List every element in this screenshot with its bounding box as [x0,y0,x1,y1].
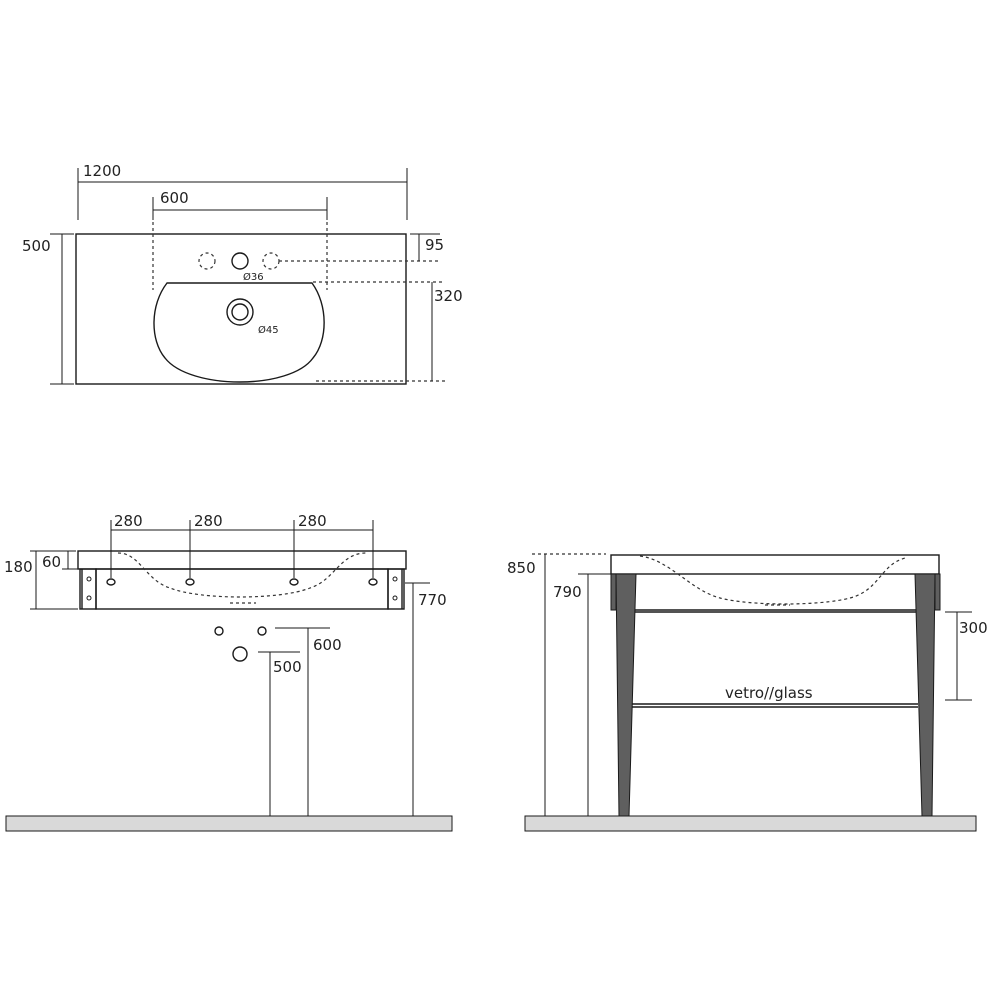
inner-width-dimension-label: 600 [160,189,189,207]
top-view: 1200 600 500 Ø36 Ø45 95 [22,162,463,385]
bracket-left [79,568,97,610]
total-height-label: 180 [4,558,33,576]
tap-hole-left [198,252,216,270]
side-view: vetro//glass 850 790 300 [507,553,988,832]
shelf-material-label: vetro//glass [725,684,813,702]
shelf-gap-label: 300 [959,619,988,637]
depth-dimension-label: 500 [22,237,51,255]
spacing-label-1: 280 [114,512,143,530]
bracket-right [387,568,405,610]
top-thickness-label: 60 [42,553,61,571]
supply-hole-right [257,626,267,636]
width-dimension-label: 1200 [83,162,121,180]
spacing-label-3: 280 [298,512,327,530]
rim-height-label: 790 [553,583,582,601]
mount-height-label: 770 [418,591,447,609]
tap-hole-diameter-label: Ø36 [243,271,264,283]
supply-hole-left [214,626,224,636]
drain-hole-inner [231,303,249,321]
leg-left [615,573,637,817]
tap-offset-dimension-label: 95 [425,236,444,254]
leg-right [914,573,936,817]
drain-height-label: 500 [273,658,302,676]
drain-outlet [232,646,248,662]
side-countertop [610,554,940,575]
bowl-depth-dimension-label: 320 [434,287,463,305]
drain-hole-outer [226,298,254,326]
spacing-label-2: 280 [194,512,223,530]
side-floor [524,815,977,832]
front-view: 280 280 280 180 60 770 [4,512,453,832]
basin-bowl-outline [153,282,325,383]
supply-height-label: 600 [313,636,342,654]
front-floor [5,815,453,832]
tap-hole-center [231,252,249,270]
tap-hole-right [262,252,280,270]
countertop-outline [75,233,407,385]
overall-height-label: 850 [507,559,536,577]
drain-hole-diameter-label: Ø45 [258,324,279,336]
